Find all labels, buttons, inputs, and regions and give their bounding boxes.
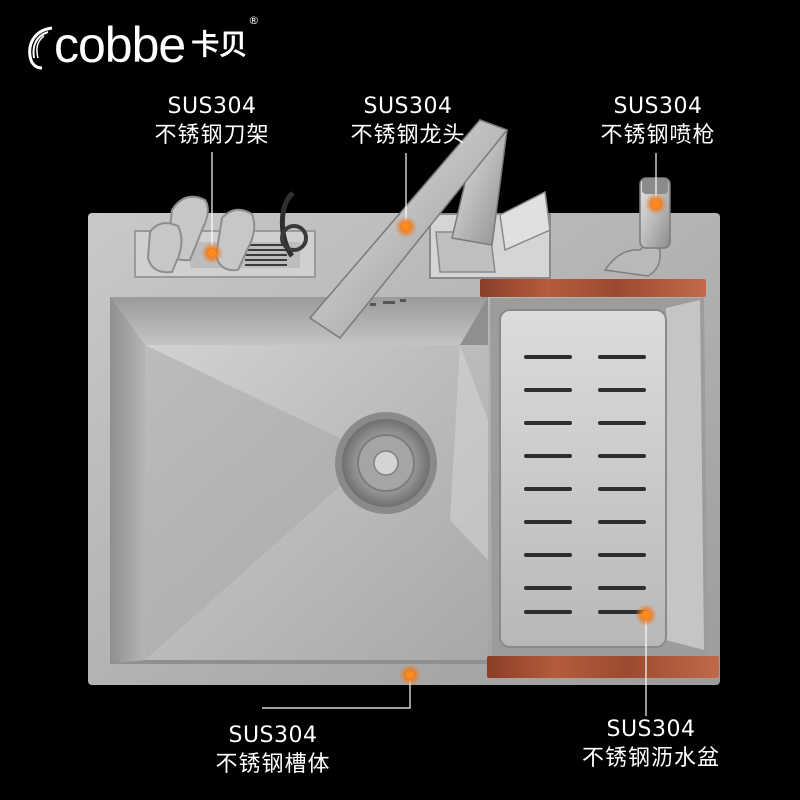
basket-tray	[499, 309, 667, 648]
callout-markers	[201, 193, 667, 686]
brand-name-en: cobbe	[54, 17, 186, 73]
sprayer-cap	[642, 178, 668, 194]
callout-sprayer: SUS304 不锈钢喷枪	[583, 93, 733, 151]
basket-slots-left	[524, 355, 572, 614]
callout-faucet: SUS304 不锈钢龙头	[333, 93, 483, 151]
callout-sink-body: SUS304 不锈钢槽体	[198, 722, 348, 780]
sink-basin-slope	[145, 345, 375, 660]
callout-material: SUS304	[363, 94, 453, 119]
sink-basin-top-wall	[110, 297, 488, 345]
faucet-lever	[499, 190, 551, 252]
callout-part-name: 不锈钢槽体	[215, 752, 331, 777]
callout-part-name: 不锈钢龙头	[350, 123, 466, 148]
scissors-handle	[280, 224, 308, 252]
callout-material: SUS304	[228, 723, 318, 748]
callout-drain-basket: SUS304 不锈钢沥水盆	[566, 716, 736, 774]
registered-mark: ®	[248, 14, 260, 27]
sink-basin-left-wall	[110, 297, 145, 664]
callout-part-name: 不锈钢刀架	[154, 123, 270, 148]
wood-bar-bottom	[487, 656, 719, 678]
faucet-buttons	[370, 299, 406, 306]
sink-basin-slope-right	[450, 345, 488, 560]
callout-part-name: 不锈钢喷枪	[600, 123, 716, 148]
basket-side	[666, 300, 704, 650]
callout-leader-lines	[211, 152, 657, 716]
callout-material: SUS304	[606, 717, 696, 742]
callout-knife-rack: SUS304 不锈钢刀架	[142, 93, 282, 151]
callout-part-name: 不锈钢沥水盆	[581, 746, 720, 771]
wood-bar-top	[480, 279, 706, 297]
brand-logo: cobbe 卡贝 ®	[22, 14, 260, 76]
brand-name-cn: 卡贝	[191, 28, 248, 61]
knife-rack-slots	[245, 244, 287, 266]
callout-material: SUS304	[167, 94, 257, 119]
basket-slots-right	[598, 355, 646, 614]
callout-material: SUS304	[613, 94, 703, 119]
knife-handles	[146, 195, 256, 274]
drain-cap	[373, 450, 399, 476]
cobbe-logo-swoosh-icon	[28, 26, 53, 70]
